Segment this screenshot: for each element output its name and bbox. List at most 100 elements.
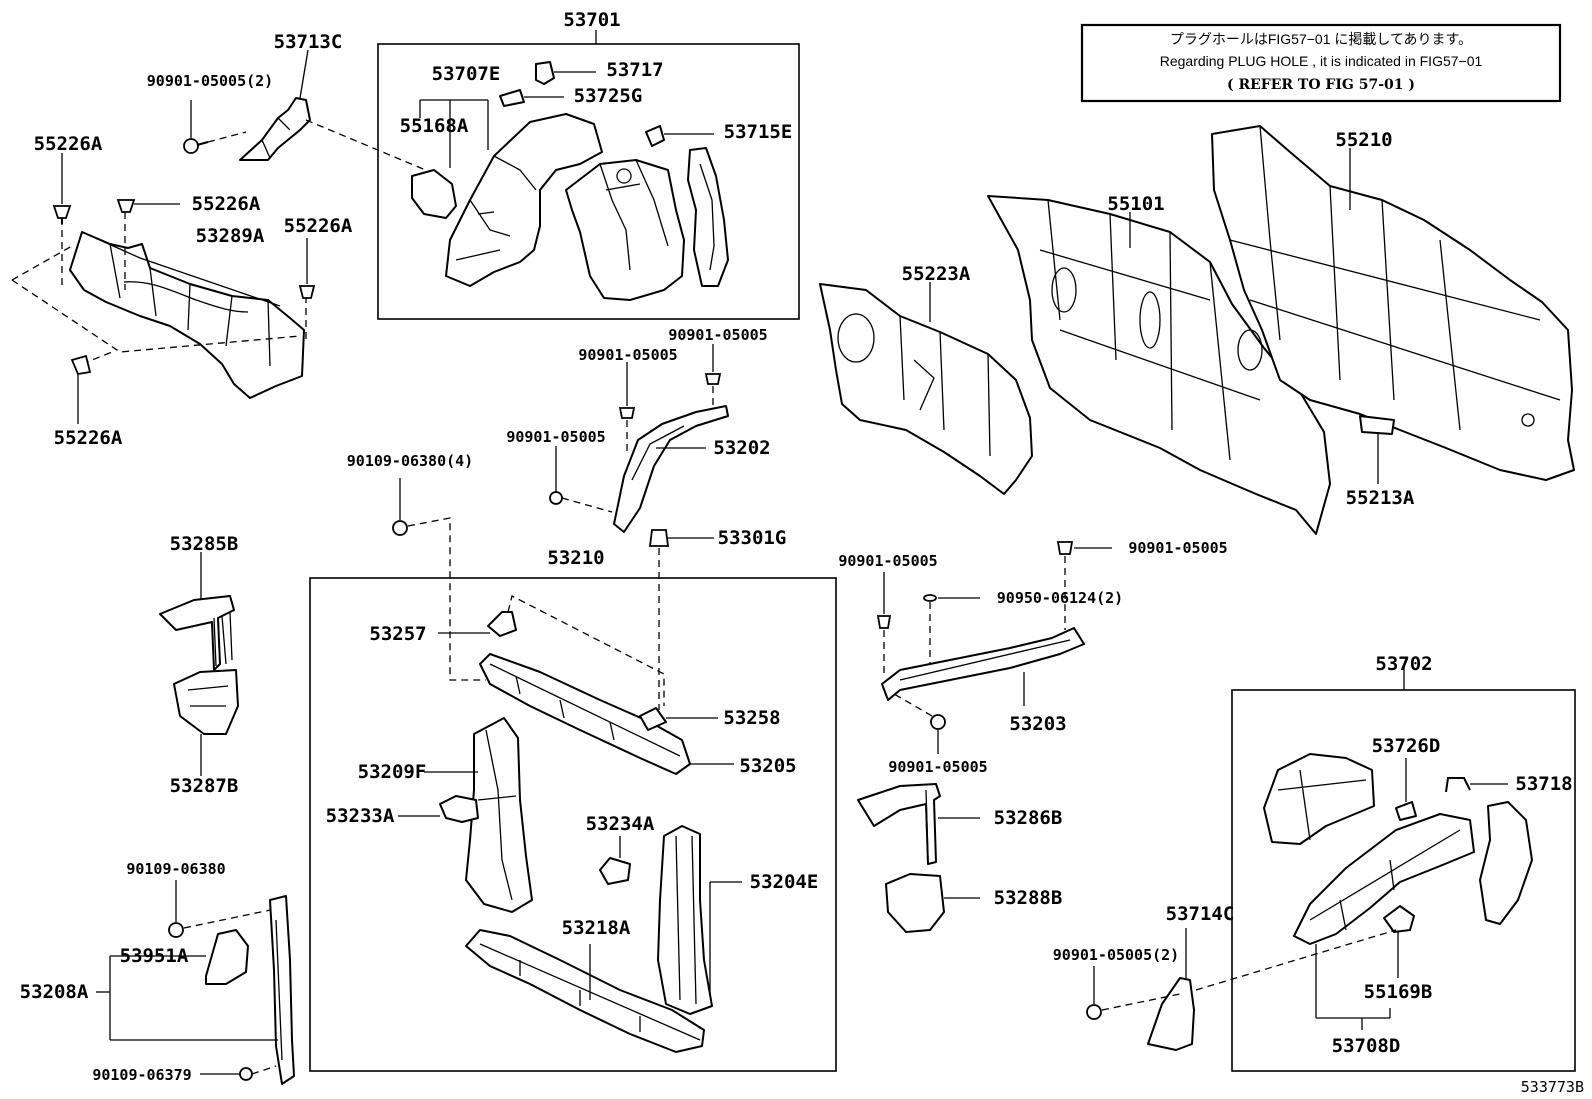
part-53286B — [857, 783, 941, 865]
part-53726D — [1395, 801, 1417, 821]
label-90950-06124-2: 90950-06124(2) — [997, 589, 1123, 607]
part-53289A — [69, 231, 305, 399]
part-53209F — [465, 717, 533, 913]
clip-55226A-4 — [70, 354, 92, 376]
bolt-90901-05005-a — [618, 407, 636, 419]
part-55168A — [411, 169, 457, 219]
label-53205: 53205 — [739, 755, 796, 777]
label-53713C: 53713C — [274, 31, 343, 53]
label-53708D: 53708D — [1332, 1035, 1401, 1057]
label-90109-06380-4: 90109-06380(4) — [347, 452, 473, 470]
part-53208A-bar — [269, 895, 295, 1085]
part-53702-apron — [1293, 813, 1475, 945]
bolt-90901-05005-upper — [183, 138, 209, 154]
label-53209F: 53209F — [358, 761, 427, 783]
label-55213A: 55213A — [1346, 487, 1415, 509]
note-line-japanese: プラグホールはFIG57−01 に掲載してあります。 — [1170, 31, 1472, 47]
label-53204E: 53204E — [750, 871, 819, 893]
label-90109-06380: 90109-06380 — [126, 860, 225, 878]
label-53208A: 53208A — [20, 981, 89, 1003]
label-53715E: 53715E — [724, 121, 793, 143]
part-53204E — [657, 825, 713, 1015]
part-53257 — [487, 611, 517, 637]
label-55223A: 55223A — [902, 263, 971, 285]
part-53702-housing — [1263, 753, 1375, 845]
label-55169B: 55169B — [1364, 981, 1433, 1003]
label-55226A-1: 55226A — [34, 133, 103, 155]
part-55210 — [1211, 125, 1575, 481]
label-53702: 53702 — [1375, 653, 1432, 675]
label-53233A: 53233A — [326, 805, 395, 827]
bolt-90901-05005-c — [549, 491, 563, 505]
label-90901-05005-d: 90901-05005 — [838, 552, 937, 570]
part-53287B — [173, 669, 239, 735]
part-53715E — [645, 125, 665, 147]
label-90901-05005-2-upper: 90901-05005(2) — [147, 72, 273, 90]
label-53258: 53258 — [723, 707, 780, 729]
label-90109-06379: 90109-06379 — [92, 1066, 191, 1084]
label-53289A: 53289A — [196, 225, 265, 247]
label-90901-05005-c: 90901-05005 — [506, 428, 605, 446]
label-55226A-4: 55226A — [54, 427, 123, 449]
label-55101: 55101 — [1107, 193, 1164, 215]
part-53951A — [205, 929, 249, 985]
label-90901-05005-b: 90901-05005 — [668, 326, 767, 344]
washer-90950-06124 — [923, 594, 937, 602]
bolt-90901-05005-e — [1056, 541, 1074, 555]
label-53257: 53257 — [369, 623, 426, 645]
bolt-90901-05005-f — [930, 714, 946, 730]
part-53301G — [648, 529, 670, 547]
label-53718: 53718 — [1515, 773, 1572, 795]
clip-55226A-3 — [298, 285, 316, 299]
label-53285B: 53285B — [170, 533, 239, 555]
bolt-90901-05005-d — [876, 615, 892, 629]
bolt-90901-05005-b — [704, 373, 722, 385]
label-53203: 53203 — [1009, 713, 1066, 735]
label-53717: 53717 — [606, 59, 663, 81]
part-53234A — [599, 857, 631, 885]
part-53285B — [159, 595, 235, 671]
label-53288B: 53288B — [994, 887, 1063, 909]
part-53258 — [639, 707, 667, 731]
label-53714C: 53714C — [1166, 903, 1235, 925]
label-53287B: 53287B — [170, 775, 239, 797]
label-55210: 55210 — [1335, 129, 1392, 151]
clip-55226A-2 — [116, 199, 136, 213]
part-53233A — [439, 795, 479, 823]
part-55213A — [1359, 415, 1395, 435]
label-90901-05005-e: 90901-05005 — [1128, 539, 1227, 557]
label-55226A-2: 55226A — [192, 193, 261, 215]
bolt-90109-06380 — [168, 922, 184, 938]
note-line-english: Regarding PLUG HOLE , it is indicated in… — [1160, 53, 1483, 69]
part-53725G — [499, 89, 525, 107]
bolt-90901-05005-2-lower — [1086, 1004, 1102, 1020]
label-55226A-3: 55226A — [284, 215, 353, 237]
part-53717 — [535, 61, 555, 85]
label-53218A: 53218A — [562, 917, 631, 939]
part-53707E — [445, 113, 603, 287]
note-line-refer: ( REFER TO FIG 57-01 ) — [1227, 77, 1415, 93]
label-55168A: 55168A — [400, 115, 469, 137]
label-53301G: 53301G — [718, 527, 787, 549]
bolt-90109-06379 — [239, 1067, 253, 1081]
label-53286B: 53286B — [994, 807, 1063, 829]
label-53234A: 53234A — [586, 813, 655, 835]
part-53713C — [239, 97, 311, 161]
part-53701-side — [687, 147, 729, 287]
part-53702-side — [1479, 801, 1533, 925]
part-53701-strut — [565, 159, 685, 301]
part-55223A — [819, 283, 1033, 495]
part-53202 — [613, 405, 729, 533]
clip-55226A-1 — [52, 205, 72, 224]
label-90901-05005-f: 90901-05005 — [888, 758, 987, 776]
label-53725G: 53725G — [574, 85, 643, 107]
label-53701: 53701 — [563, 9, 620, 31]
group-box-53210 — [309, 577, 837, 1072]
label-90901-05005-a: 90901-05005 — [578, 346, 677, 364]
part-55169B — [1383, 905, 1415, 933]
figure-id: 533773B — [1521, 1078, 1584, 1096]
part-53718 — [1445, 777, 1471, 793]
part-55101 — [987, 195, 1331, 535]
label-53210: 53210 — [547, 547, 604, 569]
